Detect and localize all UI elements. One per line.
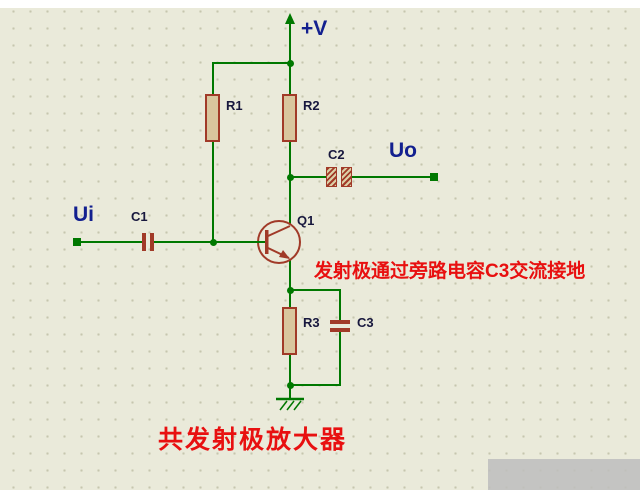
capacitor-c1-plate (150, 233, 154, 251)
power-label: +V (301, 17, 328, 40)
resistor-r3-label: R3 (303, 315, 320, 330)
wire-segment (289, 257, 291, 309)
capacitor-c2-plate (341, 167, 352, 187)
wire-segment (289, 384, 341, 386)
resistor-r1 (205, 94, 220, 142)
watermark (488, 459, 640, 490)
wire-segment (352, 176, 432, 178)
resistor-r1-label: R1 (226, 98, 243, 113)
resistor-r2 (282, 94, 297, 142)
capacitor-c1-label: C1 (131, 209, 148, 224)
wire-segment (289, 384, 291, 400)
wire-segment (339, 331, 341, 386)
junction-dot (287, 287, 294, 294)
input-terminal (73, 238, 81, 246)
wire-segment (289, 32, 291, 63)
capacitor-c1-plate (142, 233, 146, 251)
capacitor-c3-plate (330, 320, 350, 324)
wire-segment (212, 141, 214, 243)
wire-segment (289, 62, 291, 95)
capacitor-c2-label: C2 (328, 147, 345, 162)
wire-segment (289, 351, 291, 386)
capacitor-c3-label: C3 (357, 315, 374, 330)
junction-dot (287, 382, 294, 389)
page-margin (0, 0, 640, 8)
wire-segment (212, 62, 291, 64)
capacitor-c2-plate (326, 167, 337, 187)
wire-segment (339, 289, 341, 322)
resistor-r2-label: R2 (303, 98, 320, 113)
wire-segment (212, 62, 214, 95)
junction-dot (210, 239, 217, 246)
power-arrow-icon (285, 13, 295, 34)
transistor-q1 (252, 220, 301, 264)
output-terminal (430, 173, 438, 181)
circuit-title: 共发射极放大器 (158, 426, 348, 454)
capacitor-c3-plate (330, 328, 350, 332)
ground-icon (276, 397, 304, 411)
transistor-q1-label: Q1 (297, 213, 315, 228)
wire-segment (80, 241, 142, 243)
bypass-annotation: 发射极通过旁路电容C3交流接地 (314, 261, 586, 282)
junction-dot (287, 174, 294, 181)
resistor-r3 (282, 307, 297, 355)
input-label: Ui (73, 203, 94, 226)
wire-segment (289, 176, 327, 178)
output-label: Uo (389, 139, 417, 162)
junction-dot (287, 60, 294, 67)
wire-segment (289, 141, 291, 227)
wire-segment (289, 289, 341, 291)
